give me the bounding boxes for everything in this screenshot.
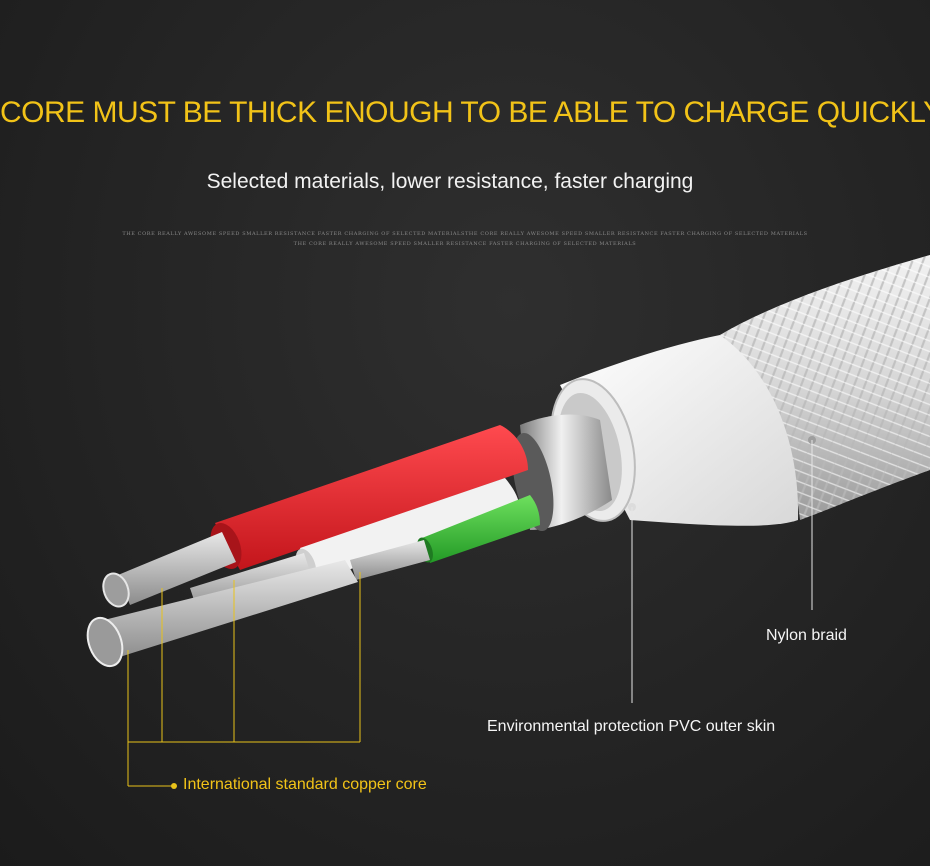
subheadline: Selected materials, lower resistance, fa… [206,170,694,193]
pvc-leader [628,503,636,703]
fine-print-line-1: THE CORE REALLY AWESOME SPEED SMALLER RE… [122,231,808,237]
nylon-braid-jacket [720,255,930,520]
copper-core-label: International standard copper core [183,776,427,793]
nylon-braid-label: Nylon braid [766,627,847,644]
copper-core-leaders [127,572,361,787]
nylon-leader [808,436,816,610]
red-wire [102,425,528,608]
headline: CORE MUST BE THICK ENOUGH TO BE ABLE TO … [0,96,930,129]
pvc-skin-label: Environmental protection PVC outer skin [487,718,776,735]
green-wire [350,495,540,580]
fine-print-line-2: THE CORE REALLY AWESOME SPEED SMALLER RE… [293,241,637,247]
copper-core-leader-dot [171,783,177,789]
